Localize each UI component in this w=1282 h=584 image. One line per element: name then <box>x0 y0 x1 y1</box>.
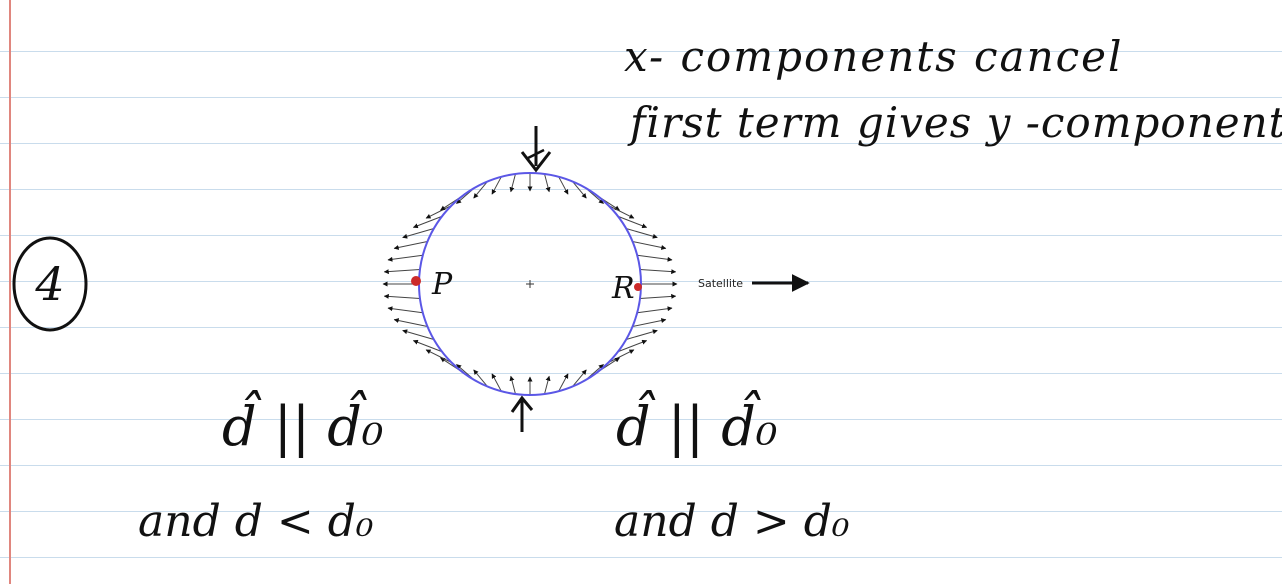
tidal-arrow <box>509 375 516 395</box>
label-r: R <box>611 271 635 306</box>
note-x-components-cancel: x- components cancel <box>624 32 1124 81</box>
tidal-arrow <box>637 306 673 314</box>
tidal-arrow <box>491 176 502 195</box>
tidal-arrow <box>558 176 569 195</box>
tidal-arrow <box>625 329 658 340</box>
tidal-arrow <box>491 373 502 392</box>
tidal-arrow <box>637 254 673 262</box>
tidal-arrow <box>632 318 667 327</box>
tidal-arrow <box>608 349 635 363</box>
left-distance-inequality: and d < d₀ <box>138 496 374 547</box>
tidal-arrow <box>544 173 551 193</box>
right-distance-inequality: and d > d₀ <box>614 496 850 547</box>
tidal-arrow <box>544 375 551 395</box>
problem-number-circle <box>12 236 88 332</box>
tidal-arrow <box>608 205 635 219</box>
tidal-arrow <box>632 241 667 250</box>
center-marker <box>526 280 534 288</box>
handwritten-bottom-arrow <box>510 395 534 432</box>
tidal-arrow <box>402 329 435 340</box>
tidal-arrow <box>509 173 516 193</box>
left-direction-relation: d̂ || d̂₀ <box>222 395 384 458</box>
tidal-arrow <box>640 269 677 275</box>
point-r <box>634 283 642 291</box>
tidal-arrow <box>402 228 435 239</box>
tidal-arrow <box>387 254 423 262</box>
satellite-label: Satellite <box>698 277 743 290</box>
label-p: P <box>431 267 453 302</box>
right-direction-relation: d̂ || d̂₀ <box>616 395 778 458</box>
point-p <box>411 276 421 286</box>
tidal-arrow <box>625 228 658 239</box>
tidal-arrow <box>383 269 420 275</box>
tidal-arrow <box>617 339 648 353</box>
tidal-arrow <box>387 306 423 314</box>
tidal-arrow <box>473 181 488 199</box>
problem-number-badge: 4 <box>12 236 88 332</box>
note-first-term-y-component: first term gives y -component <box>630 98 1282 147</box>
tidal-arrow <box>412 215 443 229</box>
tidal-arrow <box>425 205 452 219</box>
tidal-force-arrows <box>382 173 678 395</box>
tidal-arrow <box>572 181 587 199</box>
tidal-arrow <box>473 369 488 387</box>
tidal-arrow <box>383 293 420 299</box>
tidal-arrow <box>393 241 428 250</box>
handwritten-top-arrow <box>520 126 552 173</box>
tidal-arrow <box>617 215 648 229</box>
tidal-arrow <box>572 369 587 387</box>
margin-line <box>9 0 11 584</box>
problem-number: 4 <box>34 257 64 311</box>
tidal-arrow <box>412 339 443 353</box>
tidal-arrow <box>393 318 428 327</box>
tidal-arrow <box>425 349 452 363</box>
tidal-arrow <box>640 293 677 299</box>
tidal-arrow <box>558 373 569 392</box>
